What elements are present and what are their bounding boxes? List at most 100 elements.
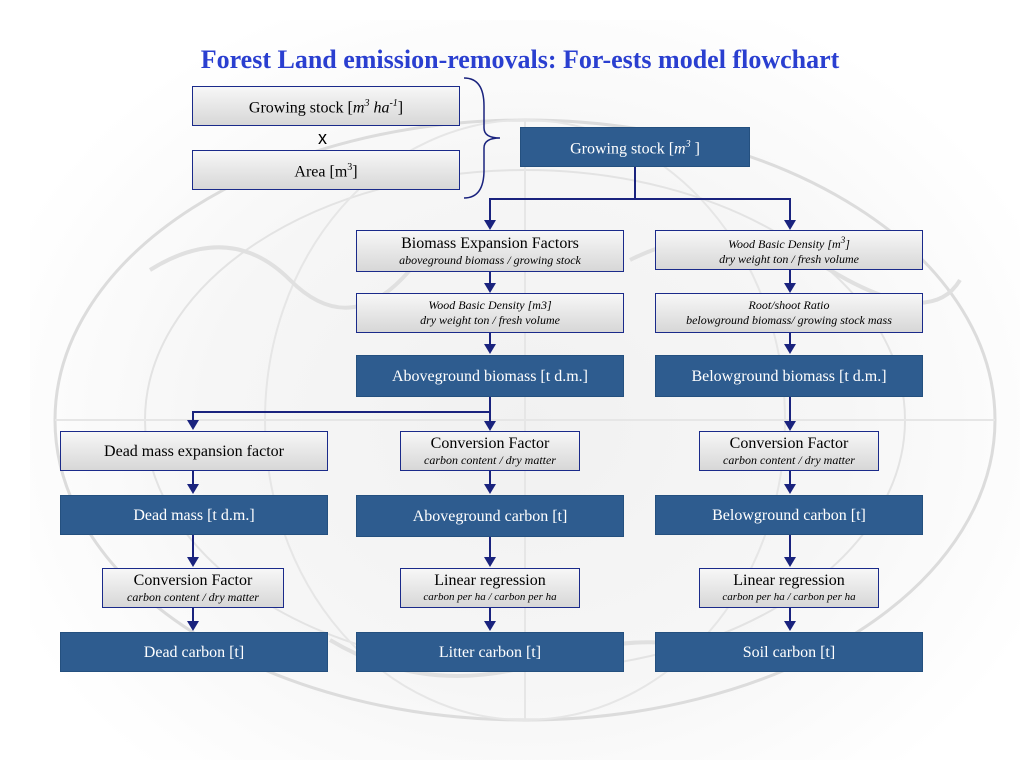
page-title: Forest Land emission-removals: For-ests … [200,45,840,74]
arrow-icon [187,621,199,631]
connector [789,471,791,485]
connector [489,397,491,422]
label-part: Growing stock [ [570,140,675,158]
lr-mid-subtitle: carbon per ha / carbon per ha [423,591,557,603]
conversion-factor-left-box: Conversion Factor carbon content / dry m… [102,568,284,608]
arrow-icon [484,621,496,631]
wbd-right-title: Wood Basic Density [m3] [728,233,850,252]
wood-basic-density-left-box: Wood Basic Density [m3] dry weight ton /… [356,293,624,333]
soil-carbon-label: Soil carbon [t] [742,643,836,661]
cf-mid-title: Conversion Factor [430,435,550,452]
arrow-icon [784,557,796,567]
conversion-factor-right-box: Conversion Factor carbon content / dry m… [699,431,879,471]
growing-stock-per-ha-label: Growing stock [m3 ha-1] [249,94,403,117]
label-part: ] [352,163,358,181]
connector [489,333,491,345]
agb-label: Aboveground biomass [t d.m.] [392,367,588,385]
connector [192,471,194,485]
wbd-left-subtitle: dry weight ton / fresh volume [420,313,560,327]
arrow-icon [784,220,796,230]
cf-right-title: Conversion Factor [729,435,849,452]
arrow-icon [784,344,796,354]
connector [489,198,791,200]
cf-left-title: Conversion Factor [133,572,253,589]
label-part: ] [690,140,700,158]
aboveground-carbon-box: Aboveground carbon [t] [356,495,624,537]
label-part: Growing stock [ [248,99,353,117]
growing-stock-per-ha-box: Growing stock [m3 ha-1] [192,86,460,126]
connector [489,537,491,558]
cf-left-subtitle: carbon content / dry matter [127,590,259,604]
connector [789,535,791,558]
biomass-expansion-factors-box: Biomass Expansion Factors aboveground bi… [356,230,624,272]
area-box: Area [m3] [192,150,460,190]
label-part: ] [845,237,850,251]
linear-regression-right-box: Linear regression carbon per ha / carbon… [699,568,879,608]
label-part: Area [m [294,163,348,181]
connector [192,411,491,413]
bef-subtitle: aboveground biomass / growing stock [399,253,581,267]
connector [489,198,491,220]
label-part: ] [397,99,404,117]
connector [192,535,194,558]
connector [489,608,491,622]
connector [789,608,791,622]
superscript: 3 [685,139,691,151]
unit-part: m [674,140,686,158]
litter-carbon-label: Litter carbon [t] [438,643,542,661]
wood-basic-density-right-box: Wood Basic Density [m3] dry weight ton /… [655,230,923,270]
dead-mass-expansion-factor-box: Dead mass expansion factor [60,431,328,471]
lr-right-subtitle: carbon per ha / carbon per ha [722,591,856,603]
belowground-carbon-box: Belowground carbon [t] [655,495,923,535]
arrow-icon [784,283,796,293]
arrow-icon [784,484,796,494]
arrow-icon [187,484,199,494]
multiply-symbol: x [318,128,327,148]
dead-carbon-box: Dead carbon [t] [60,632,328,672]
arrow-icon [187,420,199,430]
growing-stock-total-label: Growing stock [m3 ] [570,135,700,158]
wbd-right-subtitle: dry weight ton / fresh volume [719,252,859,266]
root-shoot-title: Root/shoot Ratio [748,298,830,312]
connector [489,272,491,284]
linear-regression-mid-box: Linear regression carbon per ha / carbon… [400,568,580,608]
arrow-icon [484,421,496,431]
dead-carbon-label: Dead carbon [t] [143,643,245,661]
superscript: 3 [364,98,370,110]
agc-label: Aboveground carbon [t] [412,507,568,525]
dead-mass-label: Dead mass [t d.m.] [133,506,255,524]
wbd-left-title: Wood Basic Density [m3] [428,298,552,312]
lr-right-title: Linear regression [733,572,845,589]
arrow-icon [484,283,496,293]
bef-title: Biomass Expansion Factors [401,235,579,252]
arrow-icon [784,621,796,631]
bgc-label: Belowground carbon [t] [712,506,866,524]
curly-brace [463,77,501,199]
connector [192,608,194,622]
root-shoot-ratio-box: Root/shoot Ratio belowground biomass/ gr… [655,293,923,333]
cf-mid-subtitle: carbon content / dry matter [424,453,556,467]
dmef-label: Dead mass expansion factor [104,442,284,460]
litter-carbon-box: Litter carbon [t] [356,632,624,672]
connector [634,167,636,199]
superscript: -1 [389,98,398,110]
arrow-icon [484,484,496,494]
unit-part: ha [369,99,390,117]
unit-part: m [352,99,365,117]
dead-mass-box: Dead mass [t d.m.] [60,495,328,535]
belowground-biomass-box: Belowground biomass [t d.m.] [655,355,923,397]
bgb-label: Belowground biomass [t d.m.] [691,367,887,385]
superscript: 3 [347,162,353,174]
connector [489,471,491,485]
arrow-icon [187,557,199,567]
cf-right-subtitle: carbon content / dry matter [723,453,855,467]
conversion-factor-mid-box: Conversion Factor carbon content / dry m… [400,431,580,471]
lr-mid-title: Linear regression [434,572,546,589]
connector [789,270,791,284]
arrow-icon [484,344,496,354]
arrow-icon [484,220,496,230]
arrow-icon [484,557,496,567]
connector [789,333,791,345]
label-part: Wood Basic Density [m [728,237,841,251]
connector [192,411,194,421]
